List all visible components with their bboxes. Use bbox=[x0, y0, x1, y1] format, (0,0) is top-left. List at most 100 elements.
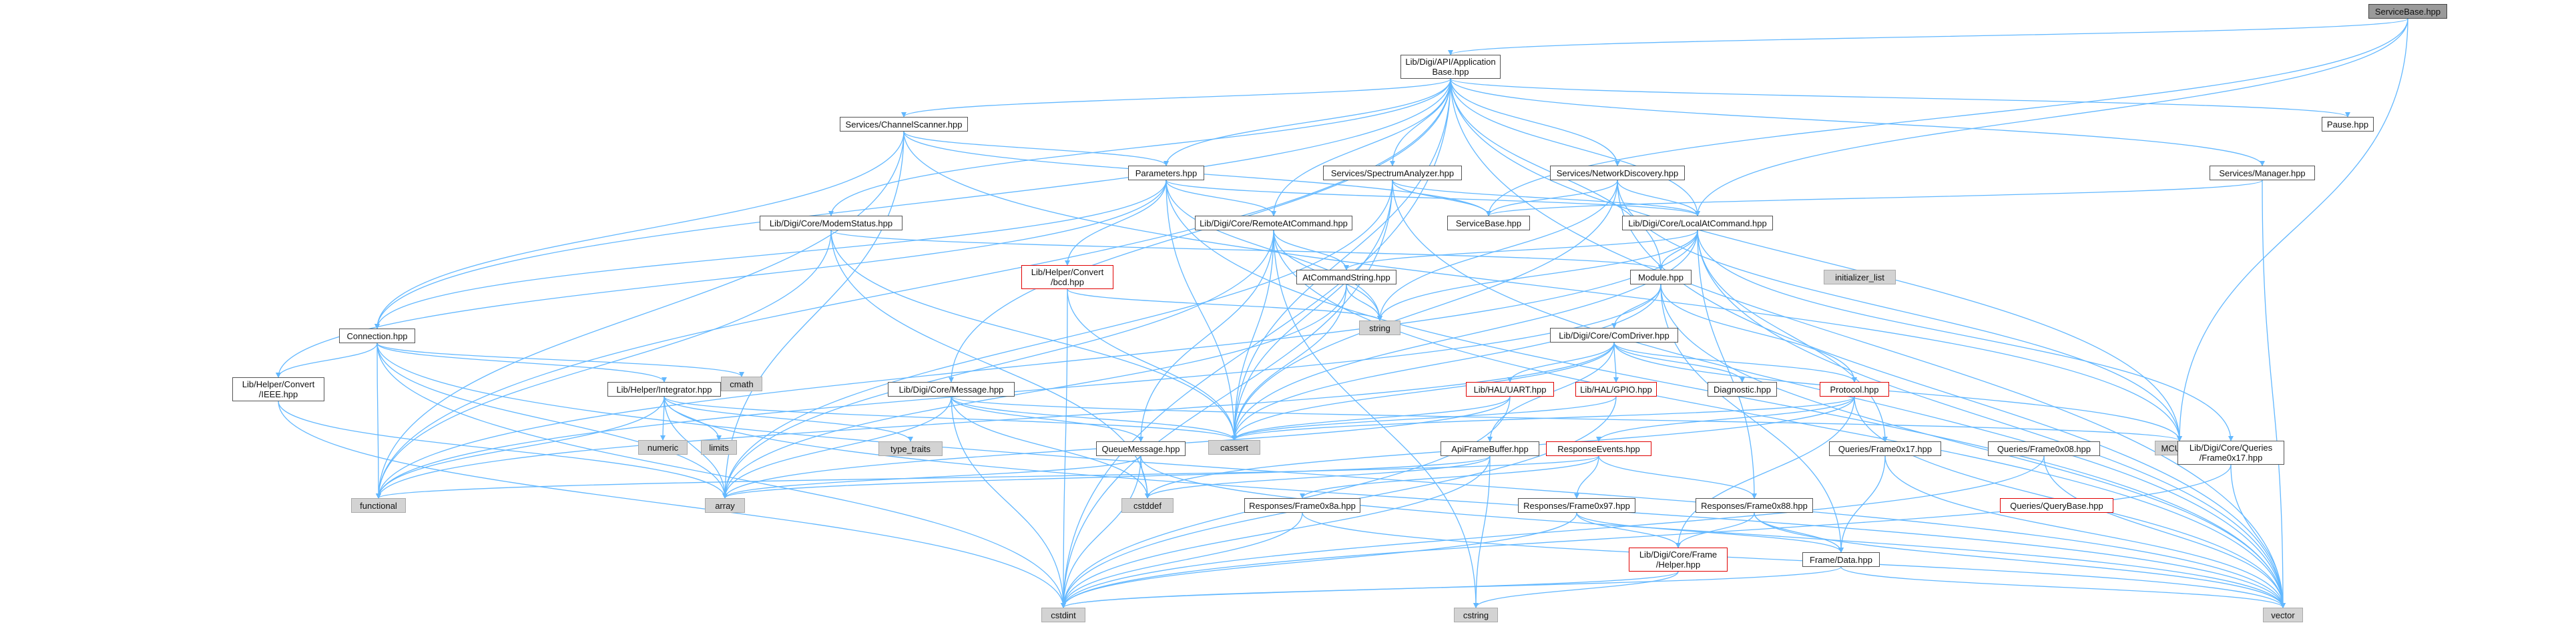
node-com-driver[interactable]: Lib/Digi/Core/ComDriver.hpp bbox=[1550, 328, 1678, 343]
edge-remote-at-command-to-cstring bbox=[1273, 230, 1479, 608]
node-cstdint[interactable]: cstdint bbox=[1041, 608, 1085, 622]
node-cassert[interactable]: cassert bbox=[1208, 440, 1260, 455]
node-protocol[interactable]: Protocol.hpp bbox=[1820, 382, 1889, 397]
edge-spectrum-analyzer-to-local-at-command bbox=[1392, 180, 1700, 216]
node-cmath[interactable]: cmath bbox=[721, 377, 762, 391]
node-channel-scanner[interactable]: Services/ChannelScanner.hpp bbox=[840, 117, 968, 132]
edge-queue-message-to-array bbox=[722, 455, 1141, 499]
edge-hal-gpio-to-cassert bbox=[1232, 396, 1617, 441]
node-modem-status[interactable]: Lib/Digi/Core/ModemStatus.hpp bbox=[760, 216, 903, 230]
edge-application-base-to-parameters bbox=[1164, 78, 1451, 166]
node-application-base[interactable]: Lib/Digi/API/Application Base.hpp bbox=[1400, 55, 1501, 79]
edge-network-discovery-to-cassert bbox=[1232, 180, 1618, 441]
node-cstring[interactable]: cstring bbox=[1454, 608, 1498, 622]
edge-local-at-command-to-responses-frame0x88 bbox=[1697, 230, 1757, 499]
edge-frame-data-to-vector bbox=[1840, 566, 2286, 608]
edge-frame-helper-to-cstring bbox=[1473, 571, 1679, 608]
node-diagnostic[interactable]: Diagnostic.hpp bbox=[1708, 382, 1777, 397]
node-queries-frame0x08[interactable]: Queries/Frame0x08.hpp bbox=[1988, 441, 2100, 456]
edge-application-base-to-functional bbox=[376, 78, 1451, 499]
edge-responses-frame0x8a-to-vector bbox=[1302, 512, 2286, 608]
node-core-message[interactable]: Lib/Digi/Core/Message.hpp bbox=[888, 382, 1015, 397]
node-remote-at-command[interactable]: Lib/Digi/Core/RemoteAtCommand.hpp bbox=[1195, 216, 1352, 230]
edge-convert-ieee-to-array bbox=[278, 401, 728, 499]
edge-parameters-to-local-at-command bbox=[1166, 180, 1700, 216]
node-hal-gpio[interactable]: Lib/HAL/GPIO.hpp bbox=[1575, 382, 1657, 397]
edge-parameters-to-connection bbox=[374, 180, 1167, 329]
node-array[interactable]: array bbox=[705, 498, 745, 513]
edge-apiframe-buffer-to-array bbox=[722, 455, 1491, 499]
node-queue-message[interactable]: QueueMessage.hpp bbox=[1096, 441, 1186, 456]
edge-remote-at-command-to-array bbox=[722, 230, 1274, 499]
edge-responses-frame0x97-to-frame-helper bbox=[1576, 512, 1681, 548]
edge-application-base-to-mcu bbox=[1450, 78, 2182, 441]
edge-parameters-to-convert-bcd bbox=[1065, 180, 1167, 266]
node-responses-frame0x88[interactable]: Responses/Frame0x88.hpp bbox=[1696, 498, 1813, 513]
edge-connection-to-convert-ieee bbox=[276, 343, 378, 378]
edge-network-discovery-to-servicebase bbox=[1486, 180, 1618, 216]
node-spectrum-analyzer[interactable]: Services/SpectrumAnalyzer.hpp bbox=[1323, 166, 1462, 180]
edge-channel-scanner-to-mcu bbox=[903, 131, 2182, 441]
edge-modem-status-to-functional bbox=[376, 230, 832, 499]
edge-remote-at-command-to-at-command-string bbox=[1273, 230, 1349, 270]
edge-servicebase-root-to-mcu bbox=[2177, 18, 2408, 441]
edge-channel-scanner-to-array bbox=[722, 131, 905, 499]
edge-helper-integrator-to-type-traits bbox=[664, 396, 913, 442]
node-vector[interactable]: vector bbox=[2263, 608, 2303, 622]
edge-channel-scanner-to-functional bbox=[376, 131, 905, 499]
node-hal-uart[interactable]: Lib/HAL/UART.hpp bbox=[1466, 382, 1554, 397]
node-initializer-list[interactable]: initializer_list bbox=[1824, 270, 1896, 284]
node-manager[interactable]: Services/Manager.hpp bbox=[2210, 166, 2315, 180]
edge-spectrum-analyzer-to-servicebase bbox=[1392, 180, 1491, 216]
node-queries-frame0x17[interactable]: Queries/Frame0x17.hpp bbox=[1829, 441, 1941, 456]
node-response-events[interactable]: ResponseEvents.hpp bbox=[1546, 441, 1651, 456]
node-string[interactable]: string bbox=[1359, 321, 1400, 335]
node-at-command-string[interactable]: AtCommandString.hpp bbox=[1296, 270, 1396, 284]
node-helper-integrator[interactable]: Lib/Helper/Integrator.hpp bbox=[607, 382, 721, 397]
node-frame-helper[interactable]: Lib/Digi/Core/Frame /Helper.hpp bbox=[1629, 548, 1728, 572]
node-limits[interactable]: limits bbox=[701, 440, 737, 455]
edge-application-base-to-connection bbox=[374, 78, 1451, 329]
edge-com-driver-to-diagnostic bbox=[1613, 342, 1745, 383]
edge-local-at-command-to-queries-frame0x17 bbox=[1697, 230, 1888, 442]
node-network-discovery[interactable]: Services/NetworkDiscovery.hpp bbox=[1550, 166, 1685, 180]
edge-helper-integrator-to-vector bbox=[664, 396, 2286, 608]
edge-response-events-to-responses-frame0x88 bbox=[1598, 455, 1757, 499]
edge-application-base-to-core-message bbox=[949, 78, 1451, 383]
edge-core-message-to-mcu bbox=[951, 396, 2182, 441]
node-local-at-command[interactable]: Lib/Digi/Core/LocalAtCommand.hpp bbox=[1622, 216, 1773, 230]
edge-application-base-to-vector bbox=[1450, 78, 2286, 608]
edge-response-events-to-functional bbox=[376, 455, 1599, 499]
edge-protocol-to-response-events bbox=[1596, 396, 1855, 442]
node-convert-ieee[interactable]: Lib/Helper/Convert /IEEE.hpp bbox=[232, 377, 324, 401]
edge-module-to-functional bbox=[376, 284, 1661, 499]
node-servicebase-root[interactable]: ServiceBase.hpp bbox=[2368, 4, 2447, 19]
edge-convert-bcd-to-cstdint bbox=[1061, 288, 1068, 608]
edge-manager-to-vector bbox=[2262, 180, 2286, 608]
edge-com-driver-to-hal-gpio bbox=[1613, 342, 1619, 383]
node-convert-bcd[interactable]: Lib/Helper/Convert /bcd.hpp bbox=[1021, 265, 1113, 289]
edge-connection-to-vector bbox=[376, 343, 2286, 608]
node-frame-data[interactable]: Frame/Data.hpp bbox=[1802, 552, 1880, 567]
node-type-traits[interactable]: type_traits bbox=[878, 441, 943, 456]
node-pause[interactable]: Pause.hpp bbox=[2322, 117, 2374, 132]
node-connection[interactable]: Connection.hpp bbox=[339, 329, 415, 343]
edge-responses-frame0x97-to-cstdint bbox=[1061, 512, 1577, 608]
node-responses-frame0x8a[interactable]: Responses/Frame0x8a.hpp bbox=[1244, 498, 1360, 513]
edge-channel-scanner-to-parameters bbox=[903, 131, 1169, 166]
node-queries-query-base[interactable]: Queries/QueryBase.hpp bbox=[2000, 498, 2113, 513]
edges-layer bbox=[276, 18, 2408, 608]
node-module[interactable]: Module.hpp bbox=[1630, 270, 1692, 284]
edge-connection-to-array bbox=[376, 343, 728, 499]
node-servicebase[interactable]: ServiceBase.hpp bbox=[1447, 216, 1530, 230]
node-parameters[interactable]: Parameters.hpp bbox=[1128, 166, 1204, 180]
node-functional[interactable]: functional bbox=[351, 498, 406, 513]
node-apiframe-buffer[interactable]: ApiFrameBuffer.hpp bbox=[1441, 441, 1539, 456]
edge-parameters-to-cassert bbox=[1166, 180, 1237, 441]
edge-application-base-to-channel-scanner bbox=[901, 78, 1451, 118]
node-responses-frame0x97[interactable]: Responses/Frame0x97.hpp bbox=[1518, 498, 1635, 513]
node-core-queries-frame0x17[interactable]: Lib/Digi/Core/Queries /Frame0x17.hpp bbox=[2177, 441, 2284, 465]
edge-network-discovery-to-vector bbox=[1617, 180, 2286, 608]
node-cstddef[interactable]: cstddef bbox=[1121, 498, 1174, 513]
node-numeric[interactable]: numeric bbox=[638, 440, 688, 455]
